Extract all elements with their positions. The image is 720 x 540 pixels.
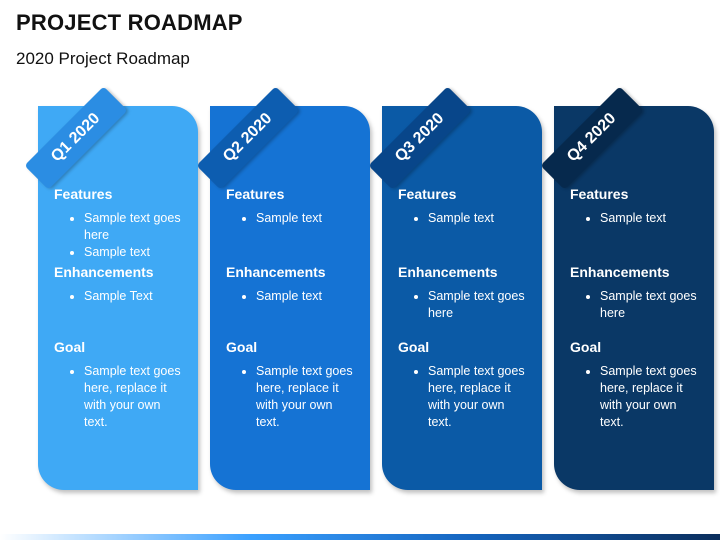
enhancements-list: Sample text (240, 288, 356, 305)
enhancements-list: Sample Text (68, 288, 184, 305)
list-item: Sample text (600, 210, 700, 227)
features-list: Sample text goes here Sample text (68, 210, 184, 261)
list-item: Sample text (84, 244, 184, 261)
enhancements-heading: Enhancements (226, 264, 326, 280)
goal-heading: Goal (226, 339, 258, 355)
list-item: Sample text (256, 210, 356, 227)
list-item: Sample text goes here, replace it with y… (600, 363, 700, 431)
page-subtitle: 2020 Project Roadmap (16, 49, 190, 68)
features-list: Sample text (412, 210, 528, 227)
goal-heading: Goal (398, 339, 430, 355)
features-list: Sample text (584, 210, 700, 227)
list-item: Sample Text (84, 288, 184, 305)
enhancements-heading: Enhancements (570, 264, 670, 280)
list-item: Sample text goes here, replace it with y… (428, 363, 528, 431)
goal-heading: Goal (54, 339, 86, 355)
list-item: Sample text goes here, replace it with y… (256, 363, 356, 431)
enhancements-heading: Enhancements (54, 264, 154, 280)
features-heading: Features (570, 186, 629, 202)
list-item: Sample text goes here, replace it with y… (84, 363, 184, 431)
list-item: Sample text (256, 288, 356, 305)
enhancements-list: Sample text goes here (412, 288, 528, 322)
features-heading: Features (54, 186, 113, 202)
features-list: Sample text (240, 210, 356, 227)
goal-list: Sample text goes here, replace it with y… (240, 363, 356, 431)
features-heading: Features (398, 186, 457, 202)
goal-list: Sample text goes here, replace it with y… (68, 363, 184, 431)
list-item: Sample text goes here (428, 288, 528, 322)
page-title: PROJECT ROADMAP (16, 10, 243, 35)
enhancements-heading: Enhancements (398, 264, 498, 280)
goal-list: Sample text goes here, replace it with y… (412, 363, 528, 431)
enhancements-list: Sample text goes here (584, 288, 700, 322)
goal-heading: Goal (570, 339, 602, 355)
list-item: Sample text goes here (600, 288, 700, 322)
roadmap-card-q1: Features Sample text goes here Sample te… (38, 106, 198, 490)
list-item: Sample text goes here (84, 210, 184, 244)
bottom-accent-bar (0, 534, 720, 540)
features-heading: Features (226, 186, 285, 202)
list-item: Sample text (428, 210, 528, 227)
goal-list: Sample text goes here, replace it with y… (584, 363, 700, 431)
